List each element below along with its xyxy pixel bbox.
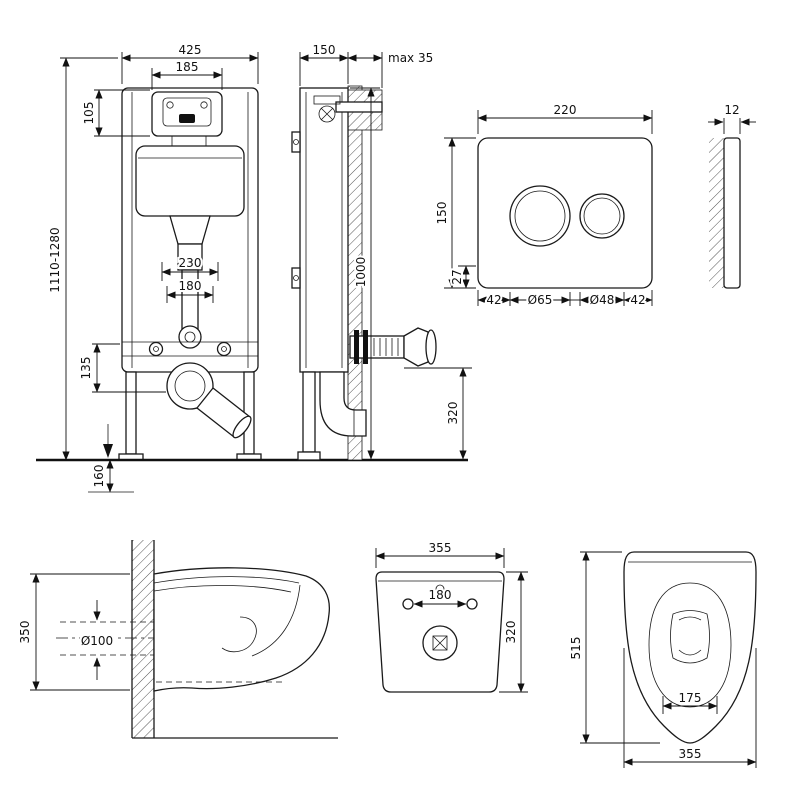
dim-plate-left-margin-label: 42 <box>486 293 501 307</box>
dim-bowl-top-width <box>623 648 757 768</box>
dim-fixing-holes-label: 180 <box>429 588 452 602</box>
dim-plate-height-label: 150 <box>435 202 449 225</box>
dim-frame-width-label: 425 <box>179 43 202 57</box>
dim-bottom-height <box>92 343 166 393</box>
dim-bottom-height-label: 135 <box>79 357 93 380</box>
flush-button-small <box>579 193 625 239</box>
drain-elbow-side <box>319 371 367 437</box>
dim-plate-bottom-row <box>477 290 653 306</box>
fixing-hole-right <box>466 598 478 610</box>
flush-plate-side <box>723 137 741 289</box>
view-frame-front: 425 185 105 1110-1280 230 180 <box>36 43 468 493</box>
dim-height-range <box>60 57 118 461</box>
mount-bolt-left <box>148 341 164 357</box>
dim-top-height-label: 105 <box>82 102 96 125</box>
pipe-collar <box>178 325 202 349</box>
wall-bracket <box>335 101 383 113</box>
dim-plate-thickness-label: 12 <box>724 103 739 117</box>
dim-plate-width-label: 220 <box>554 103 577 117</box>
dim-bowl-length-label: 515 <box>569 637 583 660</box>
view-flush-plate-front: 220 150 27 42 Ø65 Ø48 42 <box>435 103 653 309</box>
fixing-hole-left <box>402 598 414 610</box>
dim-drain-diameter-label: Ø100 <box>81 634 113 648</box>
dim-bowl-height-label: 350 <box>18 621 32 644</box>
dim-plate-big-button-label: Ø65 <box>528 293 553 307</box>
dim-plate-right-margin-label: 42 <box>630 293 645 307</box>
dim-pipe-width <box>161 262 219 281</box>
frame-side-outline <box>299 87 349 373</box>
dim-bowl-height <box>30 573 130 691</box>
dim-frame-depth <box>299 52 349 86</box>
dim-plate-small-button-label: Ø48 <box>590 293 615 307</box>
bowl-profile <box>153 567 331 692</box>
dim-plate-bottom-offset-label: 27 <box>450 269 464 284</box>
mount-tab-bottom <box>291 267 301 289</box>
view-flush-plate-side: 12 <box>708 103 756 289</box>
small-hole <box>435 584 445 594</box>
wall-section-bowl <box>132 540 154 738</box>
dim-bowl-back-width <box>375 548 505 568</box>
dim-bowl-top-width-label: 355 <box>679 747 702 761</box>
dim-bowl-back-height-label: 320 <box>504 621 518 644</box>
dim-inner-width <box>151 68 223 90</box>
dim-bowl-length <box>580 551 660 744</box>
dim-outlet-height <box>404 367 472 460</box>
dim-outlet-height-label: 320 <box>446 402 460 425</box>
bowl-top-outline <box>623 551 757 744</box>
dim-seat-width <box>662 696 718 714</box>
mount-tab-top <box>291 131 301 153</box>
dim-height-range-label: 1110-1280 <box>48 227 62 292</box>
view-frame-side: 150 max 35 1000 320 <box>291 43 472 461</box>
dim-seat-width-label: 175 <box>679 691 702 705</box>
dim-plate-bottom-offset <box>458 265 476 289</box>
dim-top-height <box>94 89 150 137</box>
drain-elbow <box>166 362 214 410</box>
frame-leg-left <box>125 371 137 455</box>
frame-leg-side <box>302 371 316 453</box>
dim-frame-height <box>350 87 380 460</box>
dim-bowl-back-width-label: 355 <box>429 541 452 555</box>
dim-plate-thickness <box>708 118 756 134</box>
flush-button-big <box>509 185 571 247</box>
fill-valve <box>318 105 336 123</box>
dim-floor-depth-label: 160 <box>92 465 106 488</box>
dim-frame-width <box>121 52 259 84</box>
dim-wall-max <box>347 52 383 88</box>
floor-datum-arrow <box>103 444 113 458</box>
dim-inner-width-label: 185 <box>176 60 199 74</box>
view-bowl-side: 350 Ø100 <box>18 540 338 739</box>
view-bowl-back: 355 180 320 <box>375 541 528 693</box>
view-bowl-top: 515 175 355 <box>569 551 757 768</box>
dim-frame-height-label: 1000 <box>354 257 368 288</box>
dim-pipe-width-label: 230 <box>179 256 202 270</box>
trapway <box>670 610 710 664</box>
dim-outlet-width <box>166 286 214 303</box>
connection-cone <box>403 327 429 367</box>
dim-plate-height <box>444 137 476 289</box>
dim-wall-max-label: max 35 <box>388 51 433 65</box>
dim-outlet-width-label: 180 <box>179 279 202 293</box>
dim-frame-depth-label: 150 <box>313 43 336 57</box>
mount-bolt-right <box>216 341 232 357</box>
cistern <box>135 145 245 217</box>
wall-section-plate <box>709 138 724 288</box>
dim-bowl-back-height <box>499 571 528 693</box>
dim-plate-width <box>477 110 653 134</box>
